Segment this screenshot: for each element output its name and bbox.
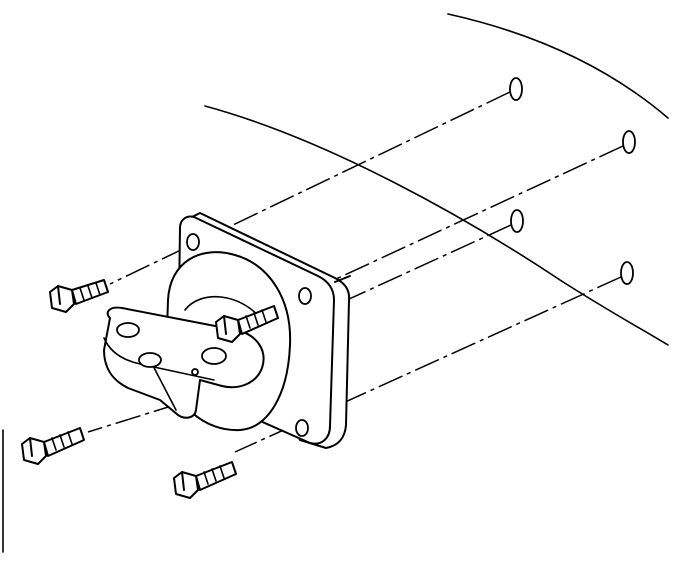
body-panel-outline	[204, 13, 669, 346]
body-hole-2	[622, 130, 636, 154]
mounting-bolt-1	[49, 279, 109, 313]
mounting-bolt-2	[215, 305, 279, 343]
mounting-bolt-3	[21, 427, 85, 465]
mounting-holes	[509, 77, 636, 285]
body-hole-4	[620, 261, 634, 285]
body-hole-1	[509, 77, 523, 101]
mounting-bolt-4	[173, 461, 237, 499]
body-hole-3	[510, 209, 524, 233]
